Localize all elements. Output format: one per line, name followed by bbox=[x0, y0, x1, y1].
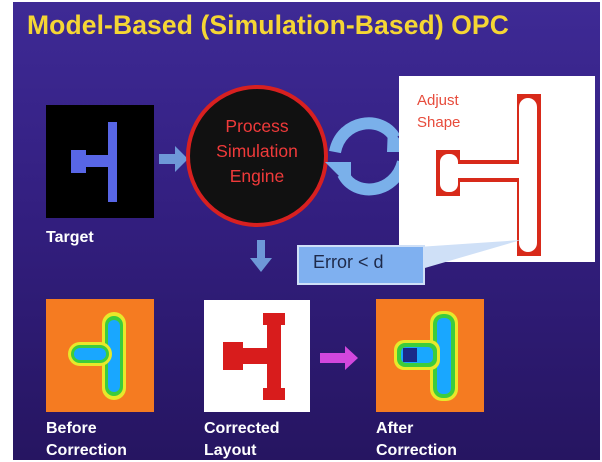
slide: Model-Based (Simulation-Based) OPC bbox=[13, 2, 600, 460]
corrected-layout-label: Corrected Layout bbox=[204, 418, 280, 460]
target-label: Target bbox=[46, 229, 94, 246]
after-correction-image bbox=[376, 299, 484, 412]
error-callout-pointer bbox=[418, 240, 521, 270]
arrow-down-icon bbox=[250, 240, 272, 272]
adjust-line-1: Adjust bbox=[417, 92, 459, 109]
error-box bbox=[297, 245, 425, 285]
refresh-cycle-icon bbox=[325, 117, 411, 196]
error-label: Error < d bbox=[313, 252, 384, 272]
diagram-canvas bbox=[46, 76, 595, 412]
adjust-shape-label: Adjust Shape bbox=[417, 90, 460, 134]
after-correction-label: After Correction bbox=[376, 418, 457, 460]
corrected-layout-image bbox=[204, 300, 310, 412]
arrow-right-icon bbox=[159, 146, 188, 172]
engine-line-1: Process bbox=[225, 116, 289, 136]
arrow-right-magenta-icon bbox=[320, 346, 358, 370]
engine-label: Process Simulation Engine bbox=[193, 114, 321, 189]
before-line-2: Correction bbox=[46, 442, 127, 459]
corrected-line-2: Layout bbox=[204, 442, 257, 459]
after-line-2: Correction bbox=[376, 442, 457, 459]
adjust-line-2: Shape bbox=[417, 114, 461, 131]
slide-title: Model-Based (Simulation-Based) OPC bbox=[27, 10, 509, 40]
engine-line-3: Engine bbox=[229, 166, 285, 186]
before-line-1: Before bbox=[46, 420, 97, 437]
engine-circle bbox=[186, 85, 328, 227]
before-correction-label: Before Correction bbox=[46, 418, 127, 460]
engine-line-2: Simulation bbox=[216, 141, 298, 161]
corrected-line-1: Corrected bbox=[204, 420, 280, 437]
before-correction-image bbox=[46, 299, 154, 412]
after-line-1: After bbox=[376, 420, 414, 437]
target-image bbox=[46, 105, 154, 218]
adjust-shape-image bbox=[399, 76, 595, 262]
